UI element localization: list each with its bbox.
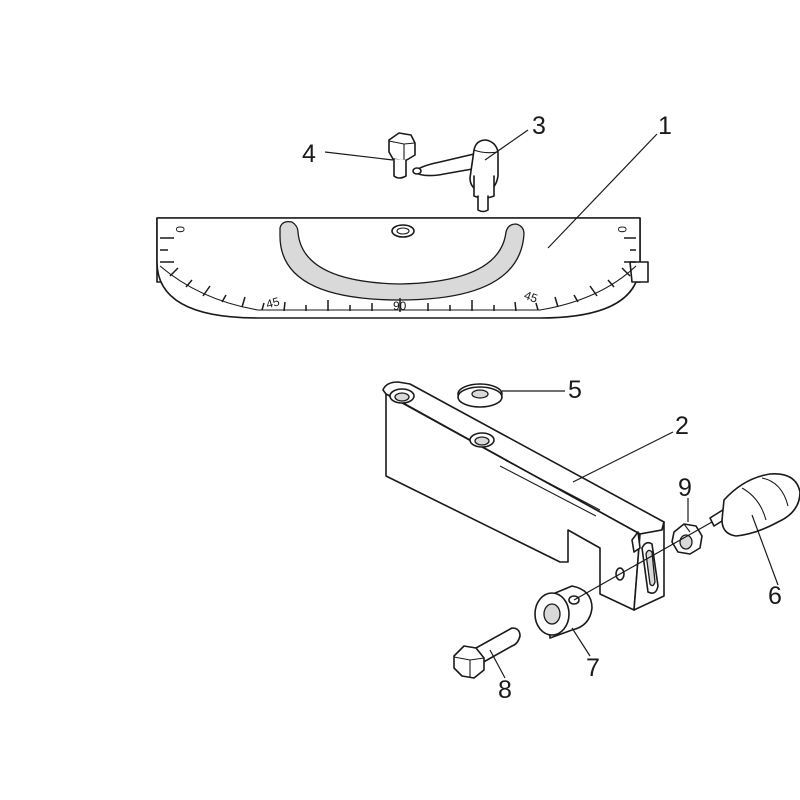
scale-label-left-45: 45: [265, 294, 282, 311]
callout-3: 3: [532, 112, 546, 140]
hex-bolt-top: [388, 132, 416, 179]
callout-5: 5: [568, 376, 582, 404]
locking-handle: [412, 139, 499, 213]
callout-8: 8: [498, 676, 512, 704]
hex-bolt-bottom: [453, 627, 521, 679]
callout-2: 2: [675, 412, 689, 440]
leader-lines: [324, 129, 779, 679]
scale-label-right-45: 45: [522, 288, 540, 306]
scale-label-left-end: 0: [173, 226, 187, 233]
scale-label-90: 90: [393, 299, 407, 313]
callout-4: 4: [302, 140, 316, 168]
callout-1: 1: [658, 112, 672, 140]
collar: [534, 585, 593, 639]
callout-7: 7: [586, 654, 600, 682]
washer: [457, 383, 503, 408]
protractor-plate: 0 0 45 90 45: [156, 217, 649, 319]
scale-label-right-end: 0: [615, 226, 629, 233]
callout-6: 6: [768, 582, 782, 610]
threaded-knob: [709, 473, 800, 537]
miter-bar: [382, 381, 665, 611]
assembly-axis-line: [573, 521, 713, 601]
callout-9: 9: [678, 474, 692, 502]
hex-nut: [671, 523, 703, 555]
